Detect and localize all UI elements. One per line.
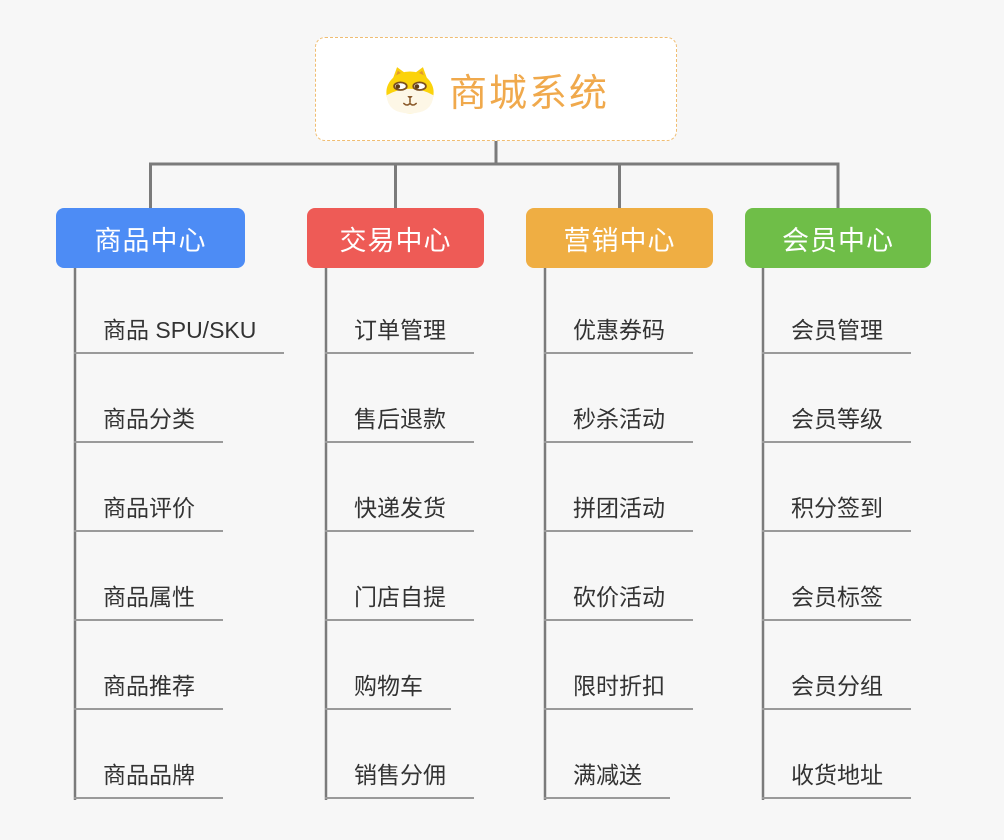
leaf-node-flash-sale[interactable]: 秒杀活动 <box>544 405 693 443</box>
branch-node-marketing-center[interactable]: 营销中心 <box>526 208 713 268</box>
leaf-node-sales-commission[interactable]: 销售分佣 <box>325 761 474 799</box>
leaf-node-points-checkin[interactable]: 积分签到 <box>762 494 911 532</box>
leaf-node-bargain-activity[interactable]: 砍价活动 <box>544 583 693 621</box>
leaf-node-product-review[interactable]: 商品评价 <box>74 494 223 532</box>
root-node-mall-system[interactable]: 商城系统 <box>315 37 677 141</box>
leaf-node-product-category[interactable]: 商品分类 <box>74 405 223 443</box>
leaf-node-spend-save[interactable]: 满减送 <box>544 761 670 799</box>
leaf-node-express-delivery[interactable]: 快递发货 <box>325 494 474 532</box>
branch-node-product-center[interactable]: 商品中心 <box>56 208 245 268</box>
dog-face-icon <box>386 67 434 114</box>
branch-node-trade-center[interactable]: 交易中心 <box>307 208 484 268</box>
leaf-node-member-level[interactable]: 会员等级 <box>762 405 911 443</box>
leaf-node-product-recommend[interactable]: 商品推荐 <box>74 672 223 710</box>
leaf-node-product-attribute[interactable]: 商品属性 <box>74 583 223 621</box>
leaf-node-aftersale-refund[interactable]: 售后退款 <box>325 405 474 443</box>
leaf-node-shopping-cart[interactable]: 购物车 <box>325 672 451 710</box>
leaf-node-store-pickup[interactable]: 门店自提 <box>325 583 474 621</box>
branch-node-member-center[interactable]: 会员中心 <box>745 208 931 268</box>
leaf-node-shipping-address[interactable]: 收货地址 <box>762 761 911 799</box>
leaf-node-member-group[interactable]: 会员分组 <box>762 672 911 710</box>
leaf-node-product-brand[interactable]: 商品品牌 <box>74 761 223 799</box>
leaf-node-member-management[interactable]: 会员管理 <box>762 316 911 354</box>
leaf-node-limited-time-discount[interactable]: 限时折扣 <box>544 672 693 710</box>
leaf-node-member-tag[interactable]: 会员标签 <box>762 583 911 621</box>
leaf-node-group-buy[interactable]: 拼团活动 <box>544 494 693 532</box>
leaf-node-order-management[interactable]: 订单管理 <box>325 316 474 354</box>
root-title: 商城系统 <box>448 72 609 115</box>
top-connector-group <box>149 141 840 208</box>
column-trunk-group <box>73 268 765 800</box>
leaf-node-product-spu-sku[interactable]: 商品 SPU/SKU <box>74 316 285 354</box>
leaf-node-coupon-code[interactable]: 优惠券码 <box>544 316 693 354</box>
